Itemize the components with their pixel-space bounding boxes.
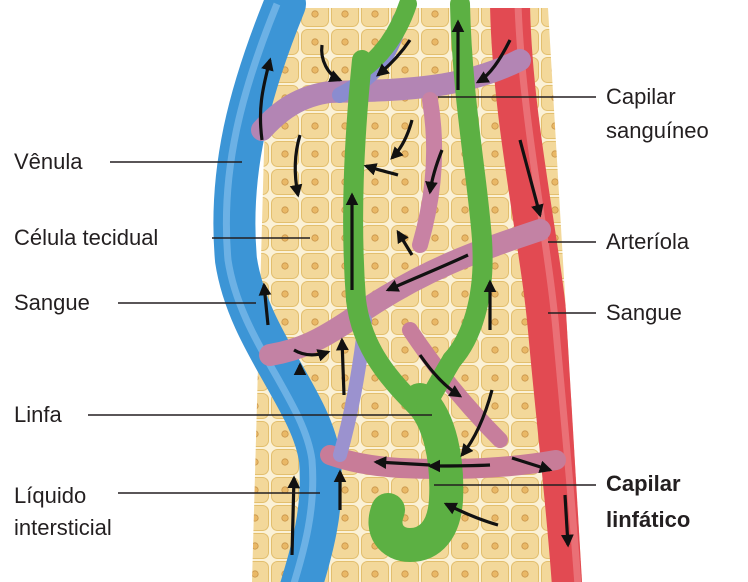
flow-arrow xyxy=(430,465,490,466)
label-liquido-intersticial: Líquido intersticial xyxy=(14,480,112,544)
label-linfa: Linfa xyxy=(14,401,62,429)
label-venula: Vênula xyxy=(14,148,83,176)
label-capilar-linfatico: Capilar linfático xyxy=(606,466,690,538)
label-capilar-sanguineo: Capilar sanguíneo xyxy=(606,80,709,148)
label-sangue-right: Sangue xyxy=(606,299,682,327)
label-celula-tecidual: Célula tecidual xyxy=(14,224,158,252)
label-arteriola: Arteríola xyxy=(606,228,689,256)
label-sangue-left: Sangue xyxy=(14,289,90,317)
flow-arrow xyxy=(292,478,294,555)
flow-arrow xyxy=(342,340,344,395)
